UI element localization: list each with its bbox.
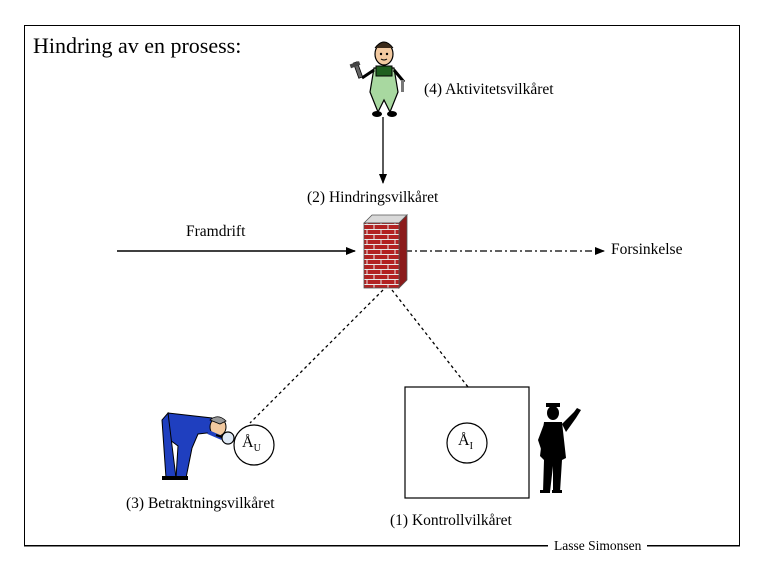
observation-link xyxy=(249,289,384,424)
delay-label: Forsinkelse xyxy=(611,241,683,258)
symbol-ai: ÅI xyxy=(458,432,473,453)
author-credit: Lasse Simonsen xyxy=(548,538,648,554)
observation-label: (3) Betraktningsvilkåret xyxy=(126,495,275,512)
brick-wall-icon xyxy=(363,214,408,289)
control-circle xyxy=(446,422,488,464)
progress-label: Framdrift xyxy=(186,223,246,240)
police-officer-icon xyxy=(538,403,581,493)
symbol-au: ÅU xyxy=(242,434,261,455)
activity-label: (4) Aktivitetsvilkåret xyxy=(424,81,554,98)
obstacle-label: (2) Hindringsvilkåret xyxy=(307,189,439,206)
control-link xyxy=(391,289,469,388)
inspector-icon xyxy=(161,411,235,480)
observation-circle xyxy=(233,424,275,466)
diagram-title: Hindring av en prosess: xyxy=(33,33,242,58)
worker-icon xyxy=(349,41,406,117)
control-label: (1) Kontrollvilkåret xyxy=(390,512,512,529)
